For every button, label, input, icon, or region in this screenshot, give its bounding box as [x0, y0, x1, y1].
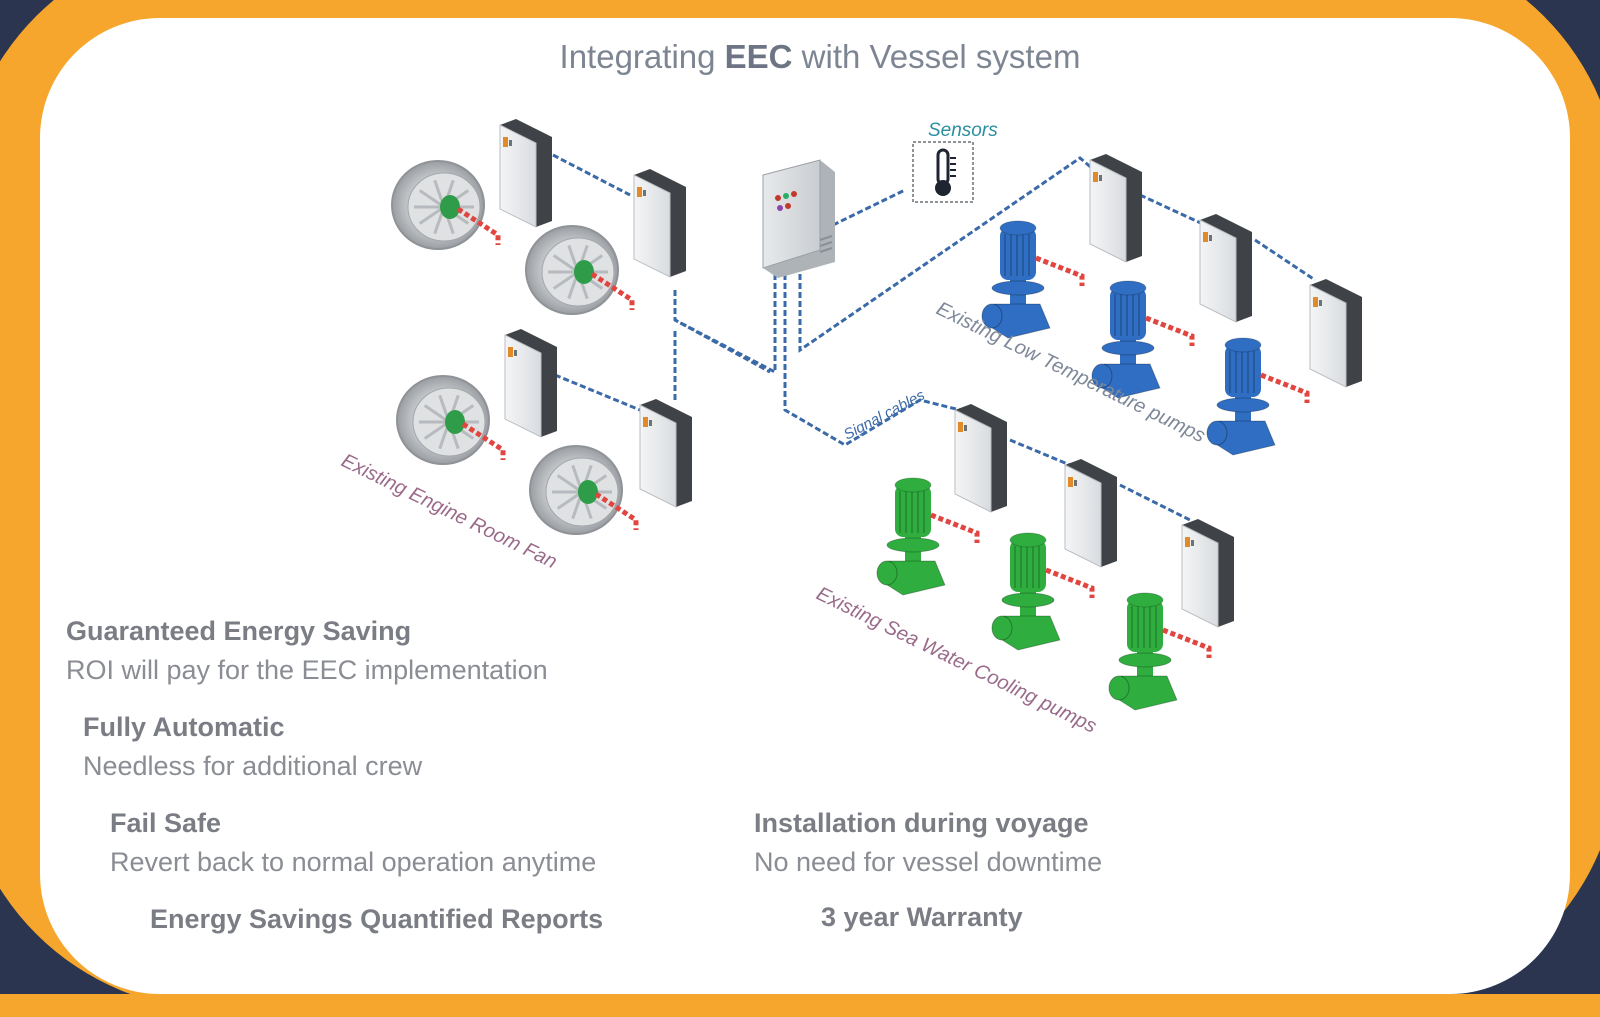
sensors-label: Sensors: [928, 120, 998, 141]
sea-water-pumps-label: Existing Sea Water Cooling pumps: [813, 583, 1100, 738]
pump-icon: [991, 532, 1095, 651]
power-cable: [1260, 372, 1310, 403]
pump-icon: [1108, 592, 1212, 711]
signal-cables-label: Signal cables: [841, 386, 928, 443]
vfd-drive: [639, 399, 692, 508]
feature-reports: Energy Savings Quantified Reports: [150, 900, 603, 939]
pump-icon: [1091, 280, 1195, 399]
eec-control-panel: [762, 159, 835, 278]
feature-heading: Guaranteed Energy Saving: [66, 616, 412, 646]
feature-fully-automatic: Fully Automatic Needless for additional …: [83, 708, 422, 786]
vfd-drive: [1199, 214, 1252, 323]
vfd-drive: [1309, 279, 1362, 388]
power-cable: [1162, 627, 1212, 658]
feature-fail-safe: Fail Safe Revert back to normal operatio…: [110, 804, 596, 882]
title-suffix: with Vessel system: [792, 38, 1081, 75]
power-cable: [1145, 315, 1195, 346]
fan-icon: [396, 375, 506, 465]
feature-guaranteed-saving: Guaranteed Energy Saving ROI will pay fo…: [66, 612, 548, 690]
title-prefix: Integrating: [559, 38, 725, 75]
feature-heading: Installation during voyage: [754, 808, 1089, 838]
fan-icon: [391, 160, 501, 250]
power-cable: [930, 512, 980, 543]
sensor-box: [912, 141, 974, 203]
fan-icon: [525, 225, 635, 315]
feature-text: No need for vessel downtime: [754, 847, 1103, 877]
thermometer-icon: [936, 148, 950, 186]
engine-room-fans: [391, 160, 639, 535]
feature-warranty: 3 year Warranty: [821, 898, 1023, 937]
pump-icon: [1206, 337, 1310, 456]
feature-installation: Installation during voyage No need for v…: [754, 804, 1102, 882]
feature-text: Revert back to normal operation anytime: [110, 847, 597, 877]
pump-icon: [876, 477, 980, 596]
vfd-drive: [1064, 459, 1117, 568]
feature-heading: Fully Automatic: [83, 712, 285, 742]
feature-text: ROI will pay for the EEC implementation: [66, 655, 548, 685]
vfd-drive: [1181, 519, 1234, 628]
feature-text: Needless for additional crew: [83, 751, 423, 781]
vfd-drive: [633, 169, 686, 278]
power-cable: [1045, 567, 1095, 598]
pump-icon: [981, 220, 1085, 339]
fan-icon: [529, 445, 639, 535]
vfd-drive: [504, 329, 557, 438]
title-bold: EEC: [724, 38, 793, 75]
vfd-drive: [954, 404, 1007, 513]
bottom-border: [0, 994, 1600, 1017]
feature-heading: 3 year Warranty: [821, 902, 1023, 932]
engine-room-fan-label: Existing Engine Room Fan: [338, 450, 560, 574]
vfd-drive: [1089, 154, 1142, 263]
power-cable: [1035, 255, 1085, 286]
page-title: Integrating EEC with Vessel system: [0, 38, 1600, 76]
pump-units: [876, 220, 1310, 711]
vfd-drive: [499, 119, 552, 228]
feature-heading: Fail Safe: [110, 808, 222, 838]
drive-units: [499, 119, 1362, 628]
feature-heading: Energy Savings Quantified Reports: [150, 904, 604, 934]
